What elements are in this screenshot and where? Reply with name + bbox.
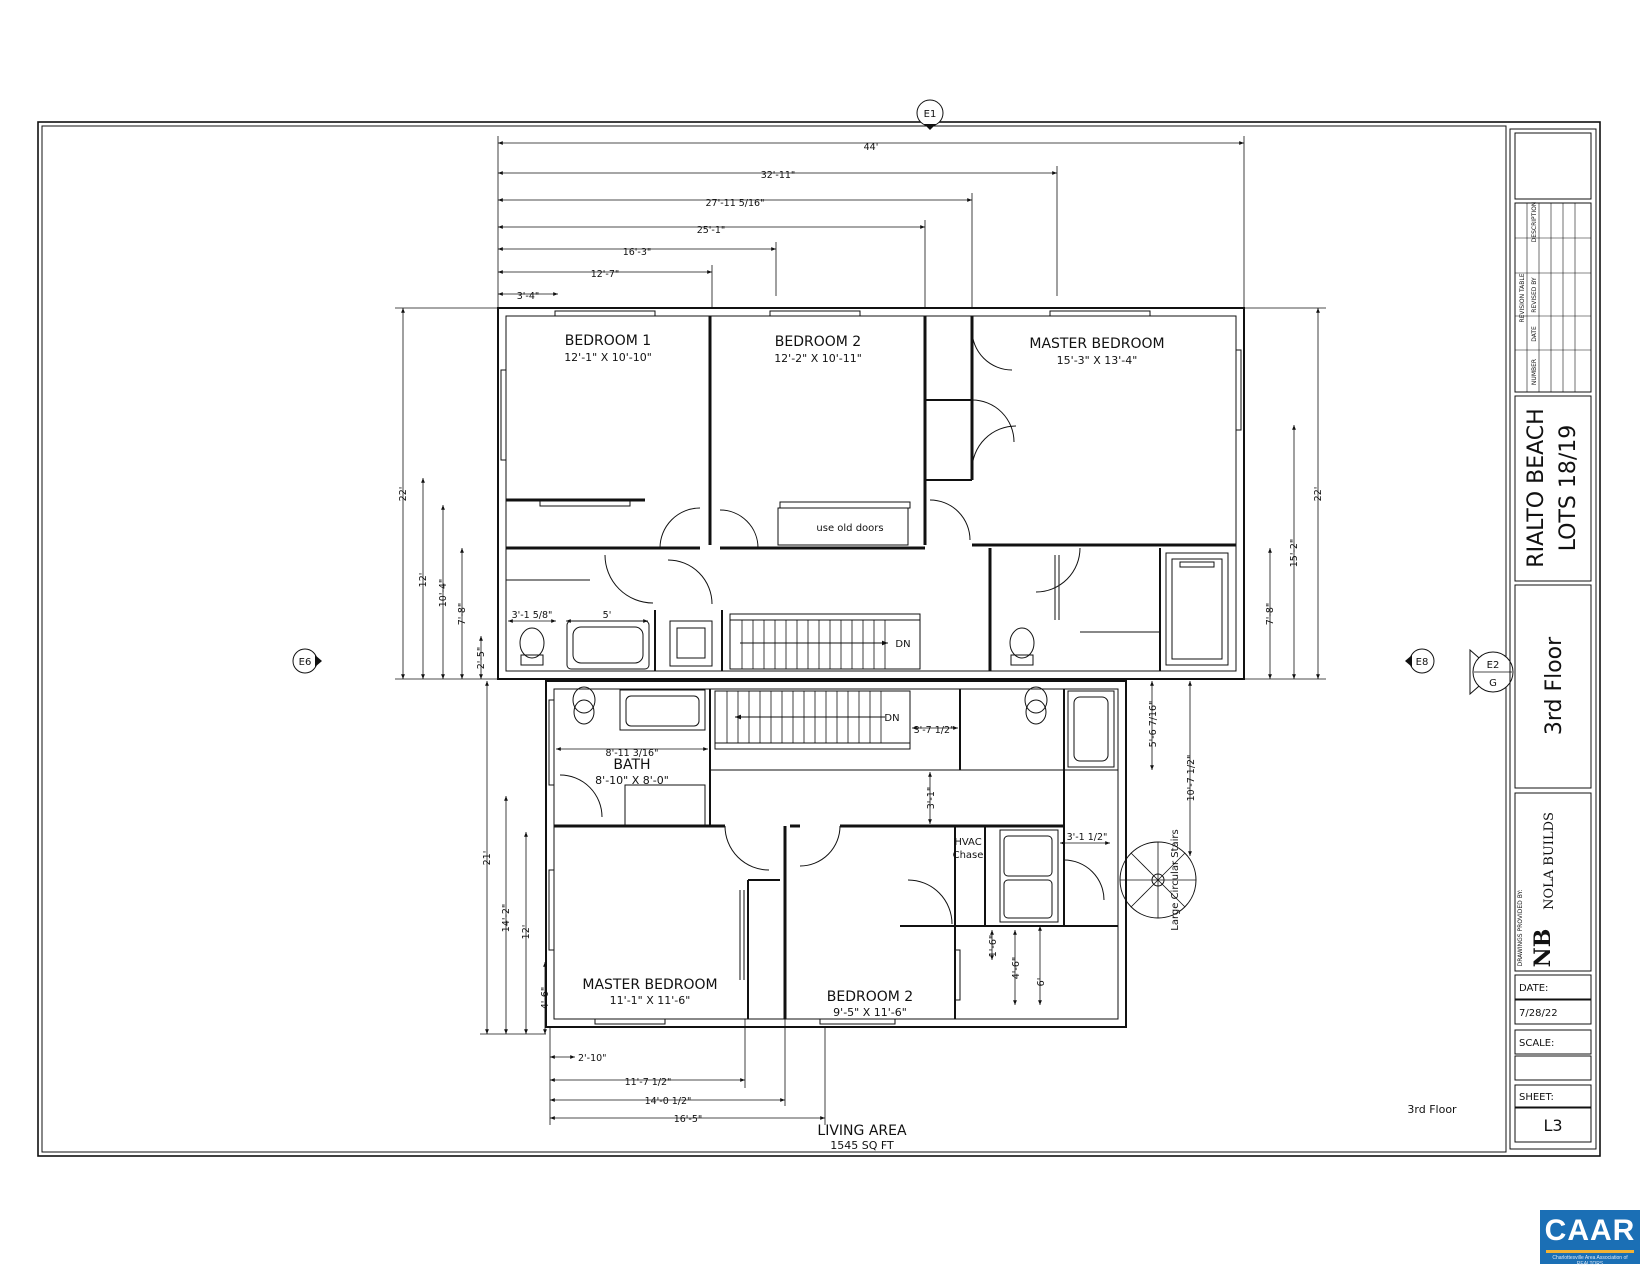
revision-table-title: REVISION TABLE <box>1519 273 1526 322</box>
dim-2-10: 2'-10" <box>578 1053 607 1064</box>
dim-11-7: 11'-7 1/2" <box>625 1077 672 1088</box>
dim-bath-5: 5' <box>603 610 612 621</box>
drawings-provided-by: DRAWINGS PROVIDED BY: <box>1517 890 1524 967</box>
logo-text: NOLA BUILDS <box>1542 812 1557 910</box>
dim-32-11: 32'-11" <box>761 170 796 181</box>
room-bedroom-2-lower-dims: 9'-5" X 11'-6" <box>833 1006 907 1019</box>
dim-lower-21: 21' <box>482 851 493 866</box>
dim-16-5: 16'-5" <box>674 1114 703 1125</box>
svg-text:NB: NB <box>1530 929 1556 968</box>
living-area-label: LIVING AREA <box>817 1123 907 1139</box>
caar-badge-text: CAAR <box>1544 1214 1636 1247</box>
dim-3-4: 3'-4" <box>517 291 540 302</box>
room-bedroom-2-dims: 12'-2" X 10'-11" <box>774 352 862 365</box>
date-value: 7/28/22 <box>1519 1008 1558 1019</box>
sheet-label: SHEET: <box>1519 1092 1554 1103</box>
elevation-marker-e1: E1 <box>916 99 944 130</box>
date-label: DATE: <box>1519 983 1548 994</box>
room-bedroom-1-name: BEDROOM 1 <box>565 333 651 349</box>
room-master-bedroom-lower-name: MASTER BEDROOM <box>582 977 717 993</box>
scale-label: SCALE: <box>1519 1038 1554 1049</box>
upper-stair-label: DN <box>895 639 910 650</box>
sheet-title: 3rd Floor <box>1542 636 1567 735</box>
marker-e8-label: E8 <box>1416 657 1429 668</box>
dim-bath-3-1: 3'-1 5/8" <box>512 610 553 621</box>
dim-left-7-8: 7'-8" <box>457 603 468 626</box>
room-master-bedroom-dims: 15'-3" X 13'-4" <box>1057 354 1138 367</box>
dim-lower-12: 12' <box>521 925 532 940</box>
sheet-inner-border <box>41 125 1507 1153</box>
marker-e2-sub: G <box>1489 678 1497 689</box>
caar-badge: CAAR Charlottesville Area Association of… <box>1540 1210 1640 1267</box>
dim-6: 6' <box>1036 978 1047 987</box>
room-bath-dims: 8'-10" X 8'-0" <box>595 774 669 787</box>
room-bedroom-1-dims: 12'-1" X 10'-10" <box>564 351 652 364</box>
marker-e1-label: E1 <box>924 109 937 120</box>
dim-right-22: 22' <box>1313 487 1324 502</box>
upper-floor-block <box>497 307 1245 680</box>
dim-3-7: 3'-7 1/2" <box>914 725 955 736</box>
lower-stair-label: DN <box>884 713 899 724</box>
dim-1-6: 1'-6" <box>988 935 999 958</box>
dim-14-0: 14'-0 1/2" <box>645 1096 692 1107</box>
dim-left-10-4: 10'-4" <box>438 579 449 608</box>
dim-right-15-2: 15'-2" <box>1289 539 1300 568</box>
dim-8-11: 8'-11 3/16" <box>606 748 659 759</box>
revision-header-number: NUMBER <box>1531 359 1538 385</box>
revision-header-description: DESCRIPTION <box>1531 202 1538 243</box>
dim-right-7-8: 7'-8" <box>1265 603 1276 626</box>
lower-floor-block <box>545 680 1197 1028</box>
note-use-old-doors: use old doors <box>816 523 883 534</box>
elevation-marker-e8: E8 <box>1405 648 1435 674</box>
caar-badge-stripe <box>1546 1250 1634 1253</box>
living-area-value: 1545 SQ FT <box>830 1139 894 1152</box>
circular-stairs-note: Large Circular Stairs <box>1170 829 1181 931</box>
dim-left-2-5: 2'-5" <box>476 647 487 670</box>
marker-e6-label: E6 <box>299 657 312 668</box>
dim-4-6-right: 4'-6" <box>1011 957 1022 980</box>
dim-27-11: 27'-11 5/16" <box>706 198 765 209</box>
dim-left-22: 22' <box>398 487 409 502</box>
dim-lower-4-6: 4'-6" <box>540 987 551 1010</box>
dim-3-1: 3'-1" <box>926 787 937 810</box>
revision-header-date: DATE <box>1531 326 1538 342</box>
dim-25-1: 25'-1" <box>697 225 726 236</box>
room-bedroom-2-name: BEDROOM 2 <box>775 334 861 350</box>
dim-10-7: 10'-7 1/2" <box>1186 755 1197 802</box>
hvac-label: HVAC <box>954 837 981 848</box>
revision-header-revised-by: REVISED BY <box>1531 277 1538 313</box>
dimension-lines <box>395 136 1326 1125</box>
title-block <box>1509 128 1597 1150</box>
room-bedroom-2-lower-name: BEDROOM 2 <box>827 989 913 1005</box>
marker-e2-label: E2 <box>1487 660 1500 671</box>
dim-44: 44' <box>864 142 879 153</box>
dim-lower-14-2: 14'-2" <box>501 904 512 933</box>
sheet-outer-border <box>37 121 1601 1157</box>
room-bath-name: BATH <box>613 757 650 773</box>
caar-badge-subtext: Charlottesville Area Association of REAL… <box>1552 1255 1628 1267</box>
project-name: RIALTO BEACH <box>1524 408 1549 567</box>
elevation-marker-e2: E2 G <box>1469 648 1514 696</box>
dim-3-1-half: 3'-1 1/2" <box>1067 832 1108 843</box>
room-master-bedroom-lower-dims: 11'-1" X 11'-6" <box>610 994 691 1007</box>
dim-5-6: 5'-6 7/16" <box>1148 701 1159 748</box>
room-master-bedroom-name: MASTER BEDROOM <box>1029 336 1164 352</box>
elevation-marker-e6: E6 <box>292 648 322 674</box>
chase-label: Chase <box>953 850 984 861</box>
project-lots: LOTS 18/19 <box>1556 425 1581 552</box>
nola-builds-logo: NB NOLA BUILDS <box>1530 812 1557 967</box>
dim-12-7: 12'-7" <box>591 269 620 280</box>
sheet-number: L3 <box>1543 1116 1562 1135</box>
dim-16-3: 16'-3" <box>623 247 652 258</box>
sheet-caption: 3rd Floor <box>1407 1103 1457 1116</box>
dim-left-12: 12' <box>418 573 429 588</box>
